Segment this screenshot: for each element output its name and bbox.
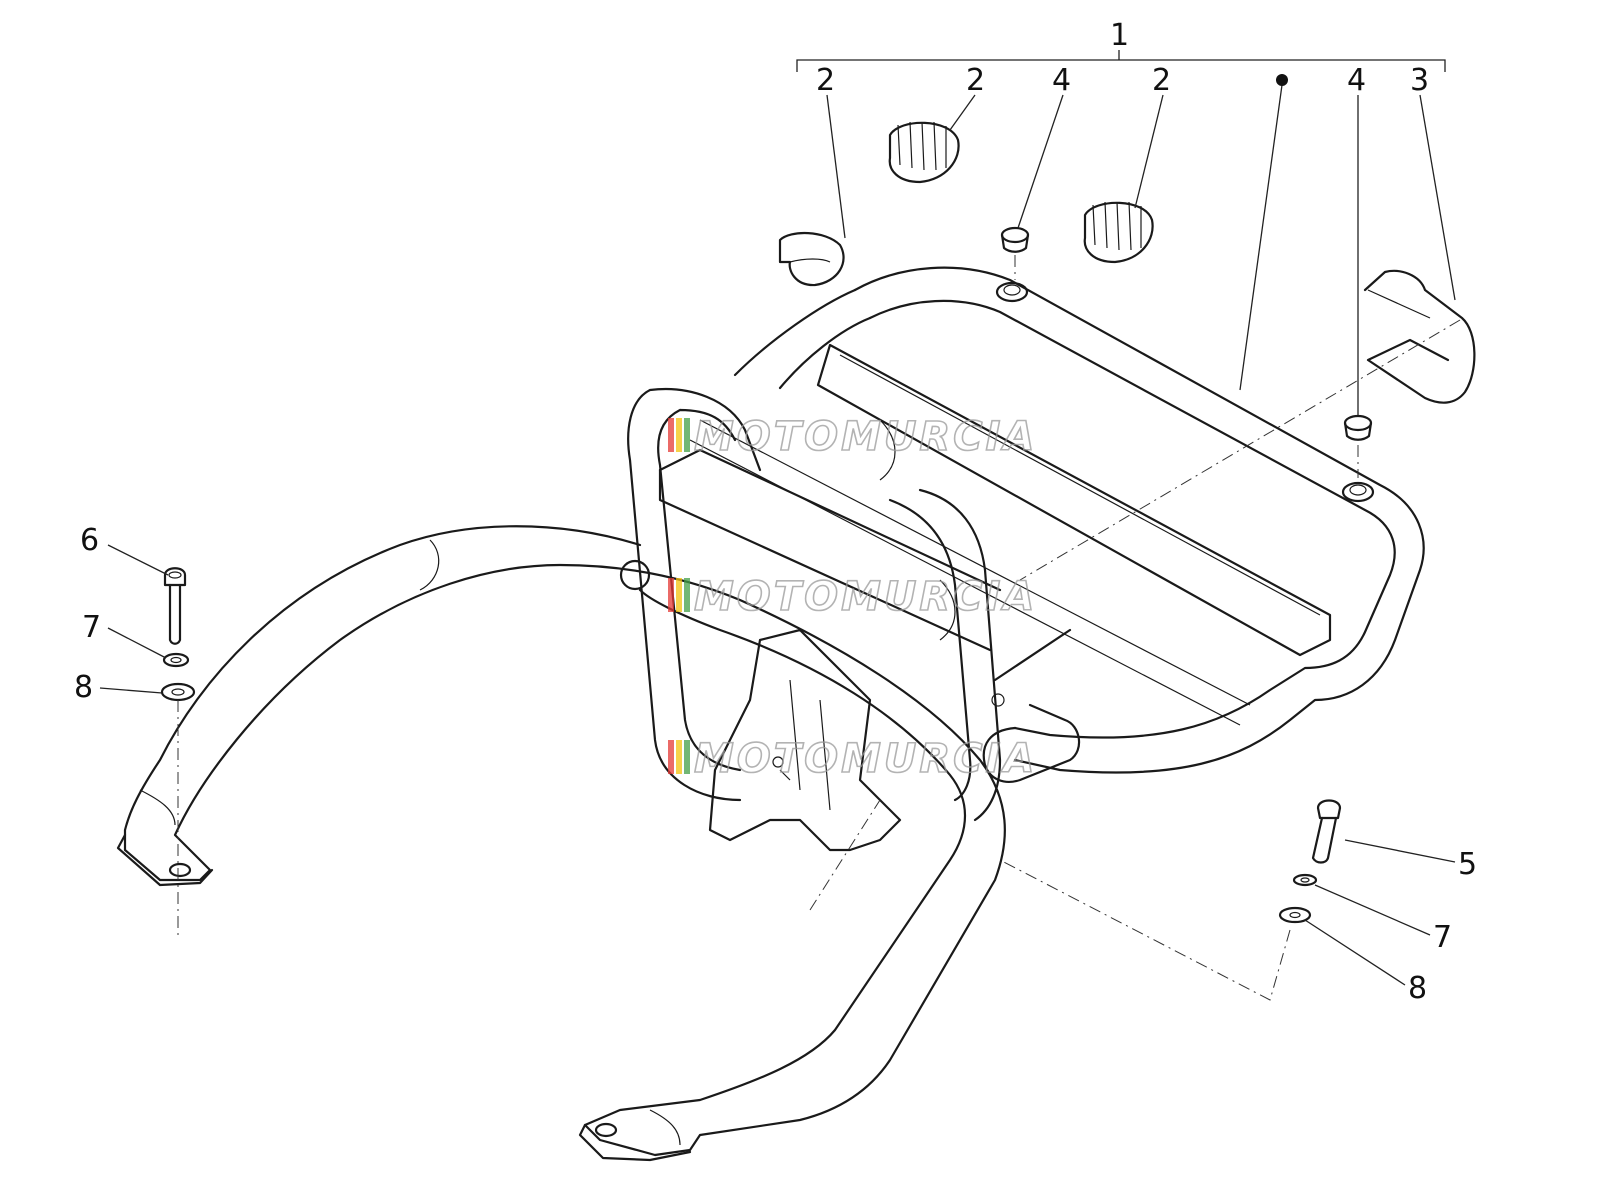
washer-7a — [162, 652, 190, 668]
callout-8: 8 — [1408, 971, 1427, 1006]
callout-2: 2 — [816, 63, 835, 98]
end-cover-3 — [1363, 269, 1476, 404]
callout-8: 8 — [74, 670, 93, 705]
watermark: MOTOMURCIA MOTOMURCIA MOTOMURCIA — [668, 413, 1037, 783]
watermark-logo-top: MOTOMURCIA — [668, 413, 1037, 461]
grip-cover-2b — [888, 121, 960, 184]
callout-labels: 1 2 2 4 2 4 3 6 7 8 5 7 8 — [74, 18, 1477, 1006]
leader-lines — [99, 50, 1456, 986]
callout-4: 4 — [1052, 63, 1071, 98]
callout-2: 2 — [1152, 63, 1171, 98]
washer-8b — [1278, 906, 1312, 924]
grip-cover-2c — [1083, 201, 1154, 264]
svg-text:MOTOMURCIA: MOTOMURCIA — [694, 414, 1037, 460]
callout-2: 2 — [966, 63, 985, 98]
washer-7b — [1292, 873, 1318, 887]
grip-cover-2a — [778, 231, 845, 287]
callout-7: 7 — [1433, 920, 1452, 955]
kit-marker-dot — [1276, 74, 1288, 86]
pin-5 — [1311, 799, 1342, 864]
callout-7: 7 — [82, 610, 101, 645]
luggage-rack-frame — [116, 266, 1425, 1162]
callout-5: 5 — [1458, 847, 1477, 882]
callout-3: 3 — [1410, 63, 1429, 98]
callout-4: 4 — [1347, 63, 1366, 98]
svg-text:MOTOMURCIA: MOTOMURCIA — [694, 574, 1037, 620]
callout-6: 6 — [80, 523, 99, 558]
cap-4b — [1343, 414, 1373, 441]
watermark-logo-middle: MOTOMURCIA — [668, 573, 1037, 621]
washer-8a — [160, 682, 196, 702]
svg-text:MOTOMURCIA: MOTOMURCIA — [694, 736, 1037, 782]
callout-1: 1 — [1110, 18, 1129, 53]
assembly-centerlines — [177, 255, 1461, 1001]
watermark-logo-bottom: MOTOMURCIA — [668, 735, 1037, 783]
bolt-6 — [163, 567, 187, 645]
cap-4a — [1000, 226, 1030, 253]
